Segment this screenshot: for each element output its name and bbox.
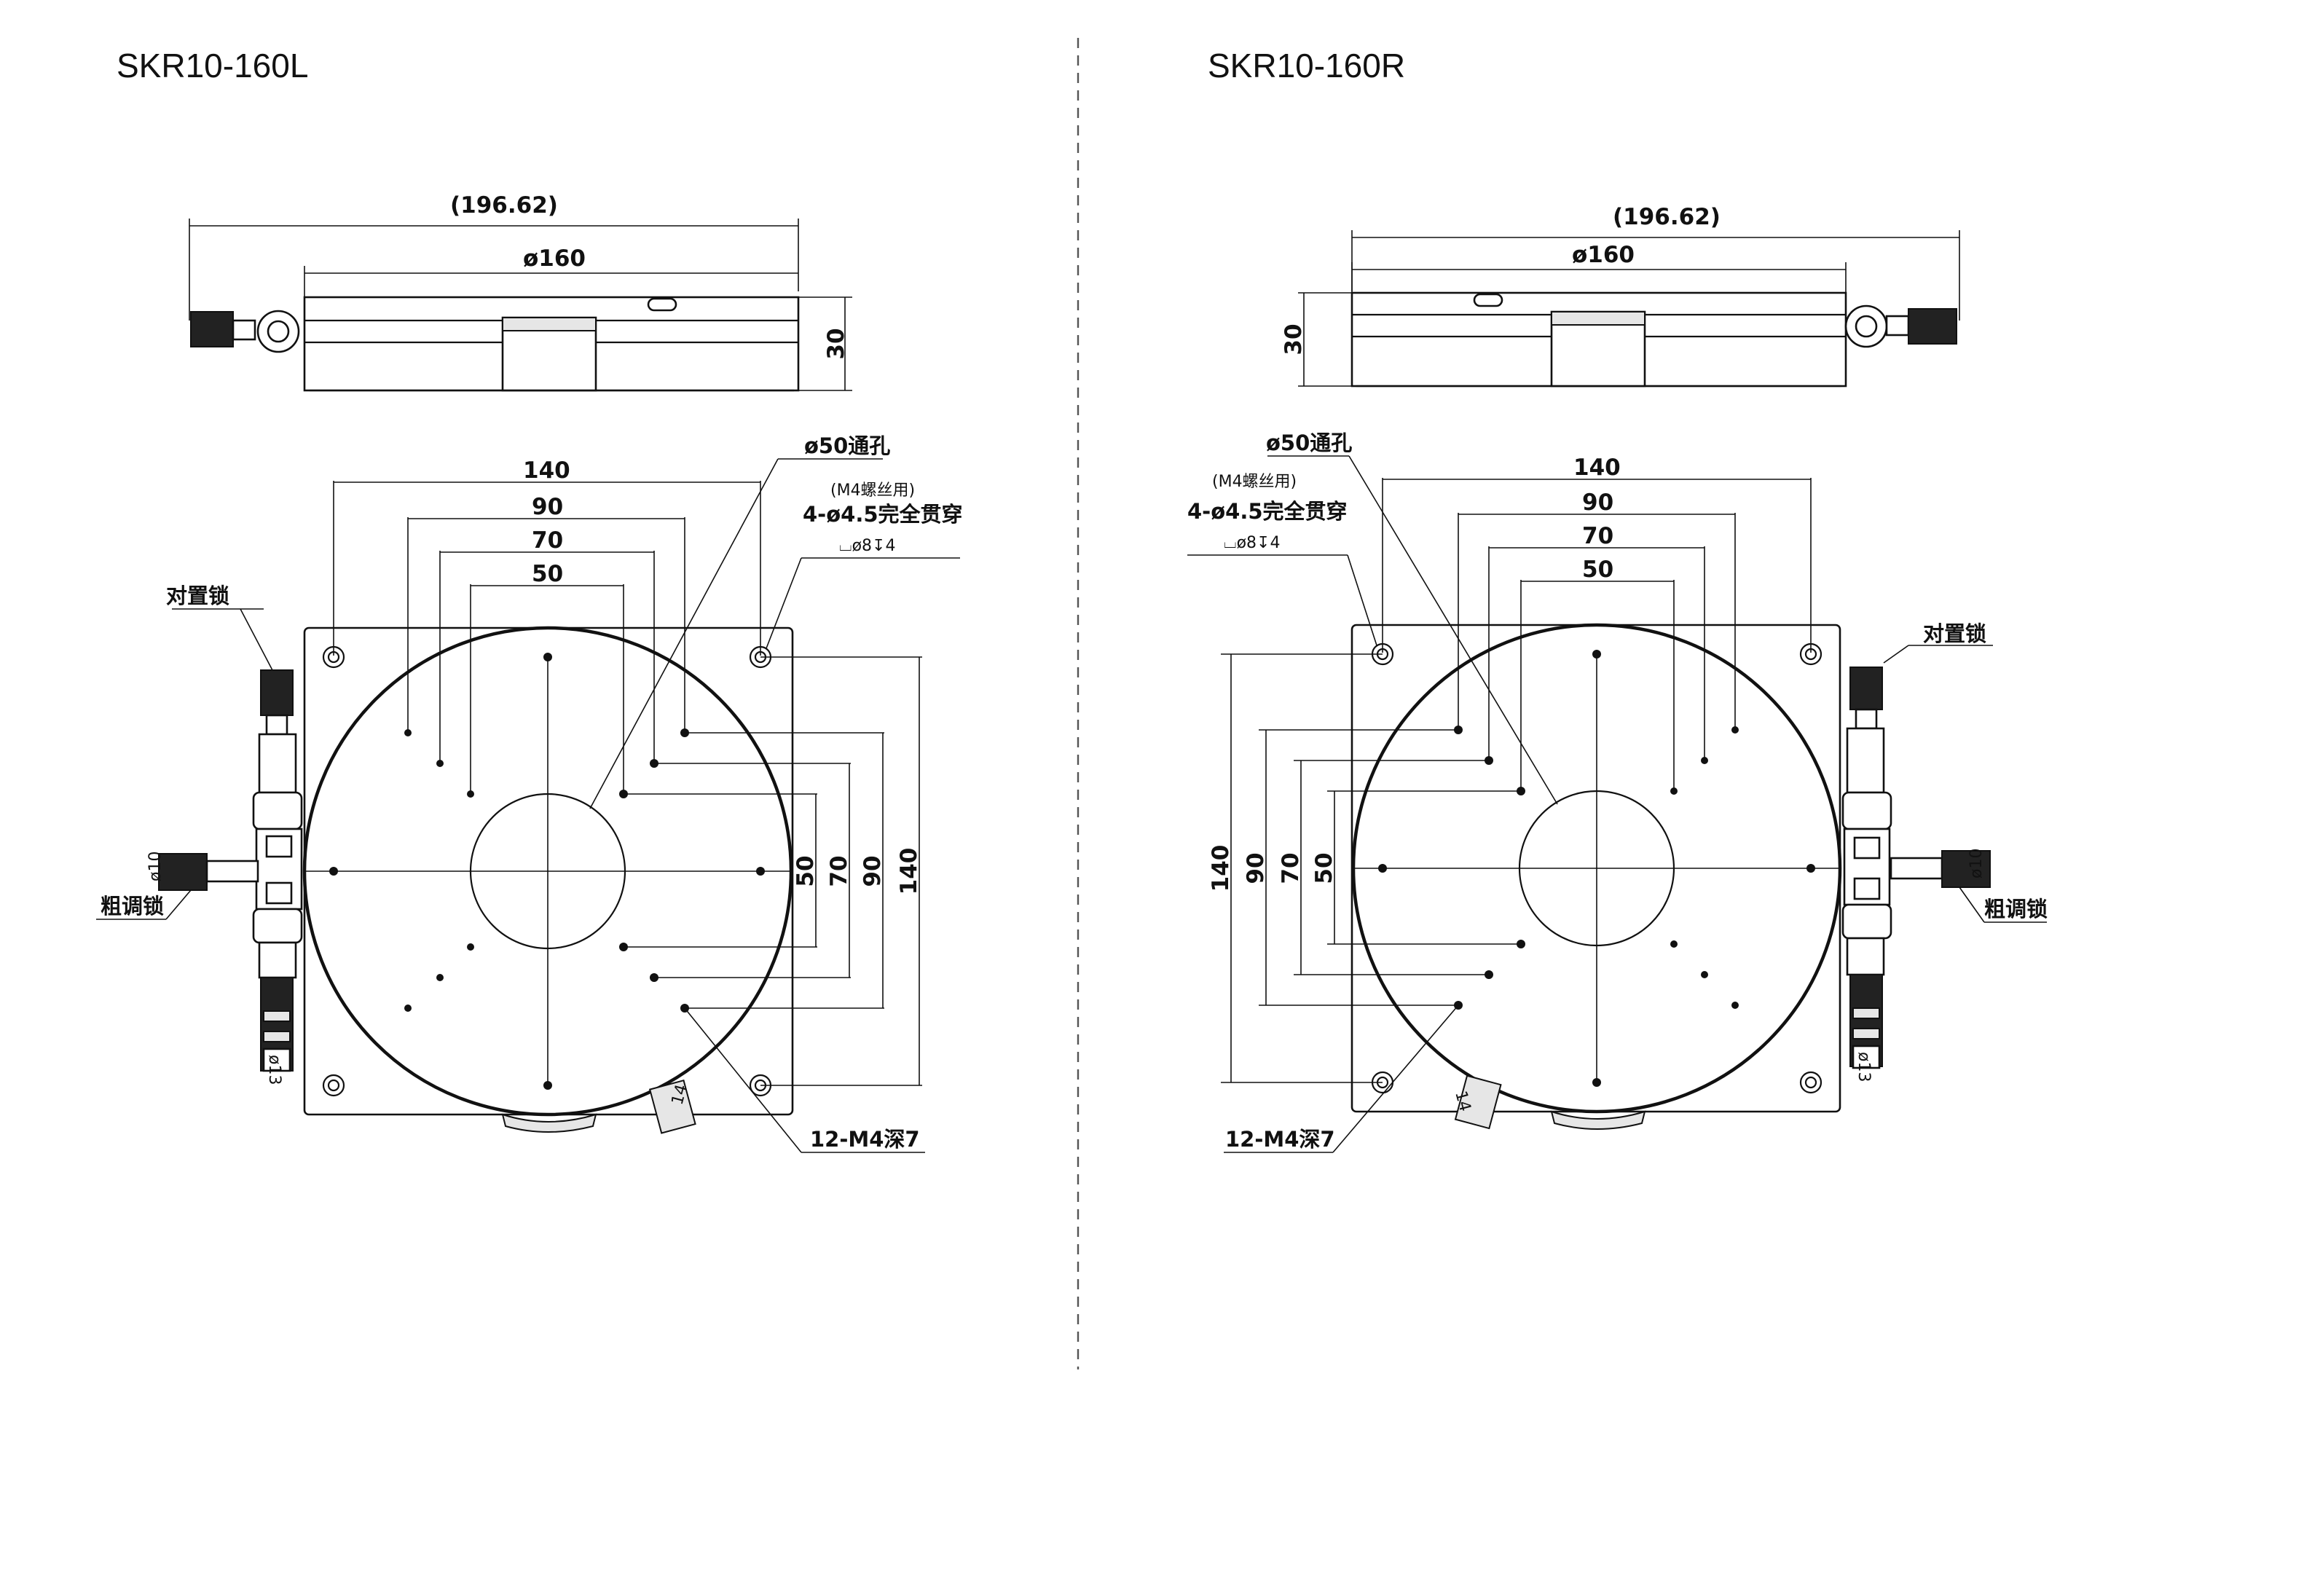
right-diameter: ø160 [1572, 242, 1635, 268]
left-height: 30 [823, 328, 849, 359]
left-lock-coarse-label: 粗调锁 [101, 894, 164, 919]
right-dim-h-140: 140 [1573, 455, 1621, 481]
right-tapped-holes-label: 12-M4深7 [1225, 1127, 1335, 1152]
left-side-knob[interactable] [190, 311, 234, 347]
right-title: SKR10-160R [1208, 47, 1405, 84]
right-mount-note: (M4螺丝用) [1212, 473, 1297, 491]
left-title: SKR10-160L [117, 47, 308, 84]
right-through-hole-label: ø50通孔 [1266, 431, 1352, 455]
left-dim-v-50: 50 [793, 855, 819, 887]
left-coarse-lock-knob[interactable] [158, 853, 208, 891]
left-knob-diameter: ø10 [146, 852, 165, 881]
left-through-hole-label: ø50通孔 [804, 433, 890, 458]
left-dim-v-70: 70 [826, 855, 852, 887]
right-align-lock-knob[interactable] [1849, 667, 1883, 710]
left-bottom-clamp[interactable] [648, 1079, 696, 1134]
right-lock-align-label: 对置锁 [1923, 621, 1986, 646]
right-dim-v-140: 140 [1208, 845, 1234, 892]
left-lock-align-label: 对置锁 [166, 583, 229, 608]
right-drawing: SKR10-160R (196.62) ø160 30 [1187, 47, 2048, 1153]
right-height: 30 [1281, 323, 1307, 355]
left-dim-v-90: 90 [860, 855, 886, 887]
right-plan-view: 140 90 70 50 140 90 70 [1187, 431, 2048, 1153]
left-dim-h-50: 50 [532, 561, 563, 587]
right-dim-v-50: 50 [1311, 852, 1337, 884]
right-dim-h-50: 50 [1582, 557, 1613, 583]
left-mount-holes-label: 4-ø4.5完全贯穿 [803, 502, 963, 527]
left-side-view: (196.62) ø160 30 [189, 192, 852, 392]
right-side-view: (196.62) ø160 30 [1281, 204, 1960, 388]
left-tapped-holes-label: 12-M4深7 [810, 1127, 920, 1152]
right-bottom-clamp[interactable] [1454, 1074, 1502, 1130]
right-dim-h-70: 70 [1582, 523, 1613, 549]
left-dim-h-140: 140 [523, 457, 570, 484]
left-dim-h-90: 90 [532, 494, 563, 520]
left-mount-note: (M4螺丝用) [830, 481, 915, 500]
left-dim-h-70: 70 [532, 527, 563, 554]
right-dim-h-90: 90 [1582, 490, 1613, 516]
left-overall-length: (196.62) [450, 192, 558, 219]
left-align-lock-knob[interactable] [260, 669, 294, 716]
right-knob-size: ø13 [1855, 1052, 1873, 1082]
right-mount-holes-label: 4-ø4.5完全贯穿 [1187, 499, 1348, 524]
right-dim-v-90: 90 [1243, 852, 1269, 884]
right-side-knob[interactable] [1908, 308, 1957, 345]
left-counterbore-label: ⌴ø8↧4 [839, 537, 896, 555]
left-knob-size: ø13 [265, 1055, 283, 1085]
right-dim-v-70: 70 [1278, 852, 1304, 884]
left-diameter: ø160 [523, 245, 586, 272]
left-plan-view: 140 90 70 50 50 70 90 [96, 433, 963, 1153]
right-knob-diameter: ø10 [1967, 849, 1986, 878]
left-dim-v-140: 140 [896, 848, 922, 895]
left-drawing: SKR10-160L (196.62) ø160 30 [96, 47, 963, 1153]
right-lock-coarse-label: 粗调锁 [1984, 897, 2048, 921]
right-coarse-lock-knob[interactable] [1941, 850, 1991, 888]
right-overall-length: (196.62) [1613, 204, 1721, 230]
right-counterbore-label: ⌴ø8↧4 [1224, 534, 1281, 552]
